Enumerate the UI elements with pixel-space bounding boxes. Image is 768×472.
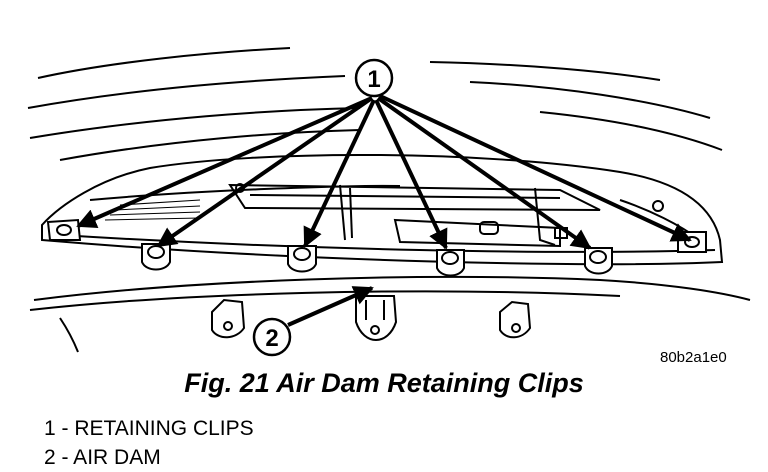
- legend-item-air-dam: 2 - AIR DAM: [44, 446, 161, 469]
- retaining-clip: [436, 249, 465, 277]
- lower-mounting-tabs: [211, 295, 532, 341]
- retaining-clip: [46, 218, 82, 241]
- callout-2: 2: [252, 286, 374, 357]
- callout-1: 1: [354, 58, 394, 98]
- figure-caption: Fig. 21 Air Dam Retaining Clips: [184, 368, 584, 398]
- hatching: [104, 199, 201, 221]
- retaining-clip: [287, 245, 317, 273]
- retaining-clip: [141, 243, 171, 271]
- callout-1-label: 1: [367, 66, 380, 93]
- legend-item-retaining-clips: 1 - RETAINING CLIPS: [44, 417, 254, 440]
- callout-1-arrows: [76, 94, 692, 250]
- image-code: 80b2a1e0: [660, 349, 727, 366]
- callout-2-label: 2: [265, 325, 278, 352]
- air-dam-body: [41, 153, 724, 266]
- body-contour-lines: [27, 47, 751, 353]
- retaining-clip: [584, 247, 613, 275]
